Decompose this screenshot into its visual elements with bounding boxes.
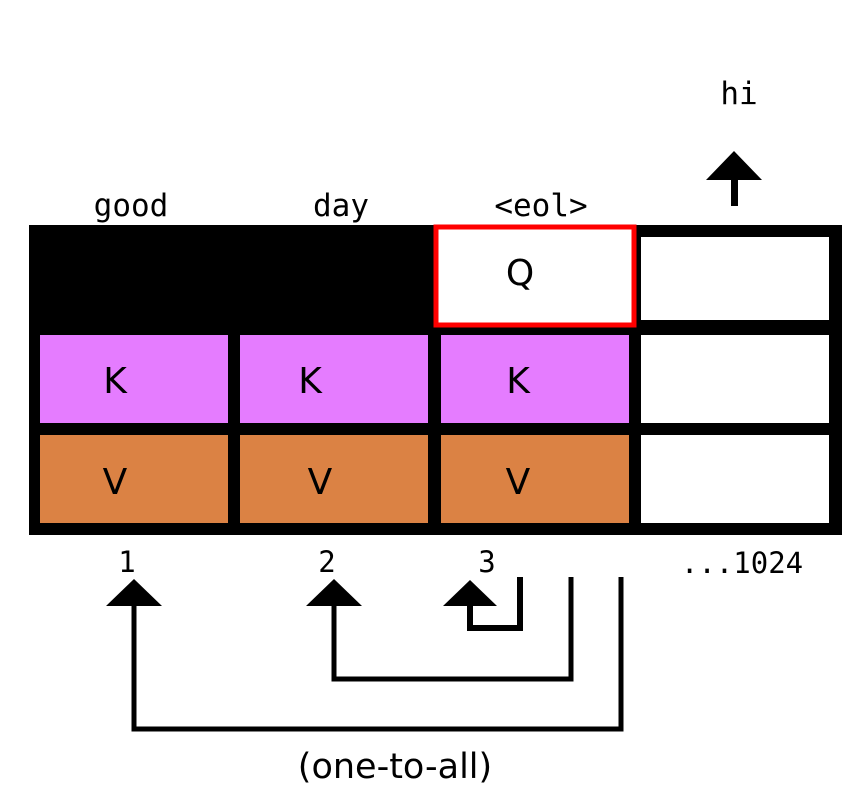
key-label-3: K [506, 361, 531, 402]
position-label-2: 2 [318, 545, 335, 579]
key-label-2: K [298, 361, 323, 402]
attention-arrow-self-icon [443, 577, 523, 631]
value-cell-3 [441, 435, 629, 523]
empty-cell-q4 [641, 237, 829, 320]
key-cell-2 [240, 335, 428, 423]
token-label-day: day [313, 188, 369, 224]
value-label-2: V [308, 462, 333, 503]
key-cell-1 [40, 335, 228, 423]
output-token-label: hi [720, 76, 757, 112]
position-label-1: 1 [118, 545, 135, 579]
position-label-3: 3 [478, 545, 495, 579]
token-label-good: good [94, 188, 169, 224]
attention-arrow-to-2-icon [306, 577, 574, 682]
diagram-caption: (one-to-all) [298, 747, 492, 787]
value-label-3: V [506, 462, 531, 503]
value-cell-1 [40, 435, 228, 523]
token-label-eol: <eol> [494, 188, 587, 224]
key-label-1: K [103, 361, 128, 402]
value-label-1: V [103, 462, 128, 503]
empty-cell-v4 [641, 435, 829, 523]
key-cell-3 [441, 335, 629, 423]
query-label: Q [506, 253, 534, 294]
output-arrow-icon [706, 151, 762, 206]
empty-cell-k4 [641, 335, 829, 423]
value-cell-2 [240, 435, 428, 523]
attention-arrow-to-1-icon [106, 577, 624, 732]
position-label-max: ...1024 [681, 546, 803, 580]
query-cell [433, 224, 637, 328]
